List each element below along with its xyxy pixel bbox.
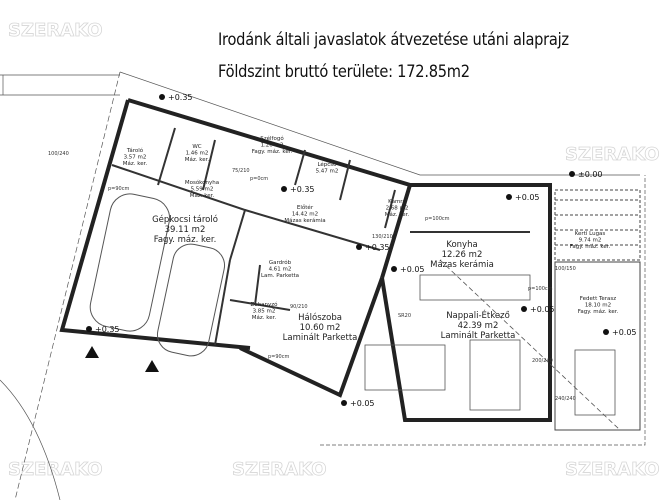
level-value: +0.05 xyxy=(612,328,637,337)
room-name: Gardrób xyxy=(269,259,292,266)
terrace-structure xyxy=(554,189,641,431)
svg-text:SZERAKO: SZERAKO xyxy=(565,144,660,165)
dimension-label: SR20 xyxy=(398,313,411,319)
room-floor: Fagy. máz. ker. xyxy=(252,148,293,155)
dimension-label: 100/150 xyxy=(555,266,576,272)
room-floor: Fagy. máz. ker. xyxy=(570,243,611,250)
room-area: 42.39 m2 xyxy=(458,321,499,331)
room-floor: Máz. ker. xyxy=(385,211,410,218)
level-marker-icon xyxy=(603,329,609,335)
dimension-label: 100/240 xyxy=(48,151,69,157)
svg-text:SZERAKO: SZERAKO xyxy=(8,20,103,41)
room-name: Nappali-Étkező xyxy=(446,309,510,321)
level-marker-icon xyxy=(506,194,512,200)
furniture xyxy=(364,259,621,431)
level-markers: +0.35 +0.35 +0.35 +0.35 +0.05 +0.05 +0.05 +0.05… xyxy=(86,93,637,408)
gross-area-subtitle: Földszint bruttó területe: 172.85m2 xyxy=(218,62,470,82)
room-floor: Laminált Parketta xyxy=(283,333,358,343)
level-marker-icon xyxy=(281,186,287,192)
entry-arrow-icons xyxy=(85,346,159,372)
room-name: Kamra xyxy=(388,199,406,205)
room-name: Tároló xyxy=(126,147,144,154)
level-value: +0.35 xyxy=(168,93,193,102)
room-area: 3.85 m2 xyxy=(253,309,276,315)
room-name: Hálószoba xyxy=(298,312,342,323)
dimension-label: p=90cm xyxy=(108,186,129,192)
level-value: +0.05 xyxy=(515,193,540,202)
room-floor: Máz. ker. xyxy=(190,192,215,199)
site-lines xyxy=(0,71,646,500)
room-area: 14.42 m2 xyxy=(292,212,318,218)
room-name: Előtér xyxy=(297,204,314,211)
watermark-logo: SZERAKO SZERAKO SZERAKO SZERAKO SZERAKO xyxy=(8,20,660,481)
room-area: 4.61 m2 xyxy=(269,267,292,273)
level-marker-icon xyxy=(86,326,92,332)
room-area: 1.46 m2 xyxy=(186,151,209,157)
interior-walls xyxy=(111,127,530,346)
svg-text:SZERAKO: SZERAKO xyxy=(565,459,660,480)
room-floor: Fagy. máz. ker. xyxy=(578,308,619,315)
room-name: Lépcső xyxy=(317,161,337,168)
dimension-label: 130/210 xyxy=(372,234,393,240)
car-icons xyxy=(89,193,226,357)
dimension-label: 75/210 xyxy=(232,168,250,174)
level-value: +0.05 xyxy=(350,399,375,408)
level-marker-icon xyxy=(391,266,397,272)
level-marker-icon xyxy=(341,400,347,406)
room-name: Fedett Terasz xyxy=(580,296,616,302)
level-marker-icon xyxy=(356,244,362,250)
room-area: 12.26 m2 xyxy=(442,250,483,260)
room-area: 1.26 m2 xyxy=(261,143,284,149)
room-floor: Mázas kerámia xyxy=(430,260,494,270)
level-value: +0.35 xyxy=(290,185,315,194)
room-name: Gépkocsi tároló xyxy=(152,214,218,225)
room-area: 3.57 m2 xyxy=(124,155,147,161)
room-name: Konyha xyxy=(446,240,477,250)
room-name: Kerti Lugas xyxy=(575,231,606,237)
dimension-label: 240/240 xyxy=(555,396,576,402)
room-area: 9.74 m2 xyxy=(579,238,602,244)
room-floor: Máz. ker. xyxy=(252,314,277,321)
level-value: +0.35 xyxy=(365,243,390,252)
dimension-label: p=100cm xyxy=(425,216,450,222)
room-floor: Máz. ker. xyxy=(185,156,210,163)
exterior-walls xyxy=(59,98,552,422)
room-area: 39.11 m2 xyxy=(165,225,206,235)
level-value: +0.05 xyxy=(400,265,425,274)
level-marker-icon xyxy=(159,94,165,100)
dimension-label: 90/210 xyxy=(290,304,308,310)
room-area: 2.68 m2 xyxy=(386,206,409,212)
room-floor: Fagy. máz. ker. xyxy=(154,235,217,245)
plan-title: Irodánk általi javaslatok átvezetése utá… xyxy=(218,30,569,50)
svg-text:SZERAKO: SZERAKO xyxy=(232,459,327,480)
svg-text:SZERAKO: SZERAKO xyxy=(8,459,103,480)
room-name: WC xyxy=(192,144,201,150)
room-floor: Laminált Parketta xyxy=(441,331,516,341)
room-floor: Lam. Parketta xyxy=(261,273,299,279)
room-floor: Máz. ker. xyxy=(123,160,148,167)
dimension-label: p=90cm xyxy=(268,354,289,360)
level-value: +0.05 xyxy=(530,305,555,314)
dimension-label: p=0cm xyxy=(250,176,268,182)
level-marker-icon xyxy=(569,171,575,177)
level-marker-icon xyxy=(521,306,527,312)
room-floor: Mázas kerámia xyxy=(284,217,325,224)
level-value: +0.35 xyxy=(95,325,120,334)
room-area: 5.59 m2 xyxy=(191,187,214,193)
room-area: 10.60 m2 xyxy=(300,323,341,333)
room-name: Szélfogó xyxy=(260,135,284,142)
room-name: Zuhanyzó xyxy=(250,301,278,308)
room-area: 18.10 m2 xyxy=(585,303,611,309)
dimension-label: p=100cm xyxy=(528,286,553,292)
dimension-label: 200/240 xyxy=(532,358,553,364)
room-name: Mosókonyha xyxy=(185,179,219,186)
level-value: ±0.00 xyxy=(578,170,603,179)
room-area: 5.47 m2 xyxy=(316,169,339,175)
